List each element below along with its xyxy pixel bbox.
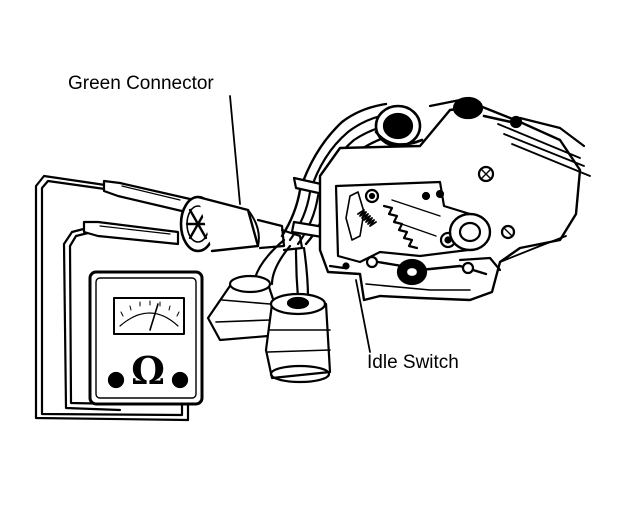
idle-switch-label: Idle Switch xyxy=(367,352,459,373)
green-connector-label: Green Connector xyxy=(68,73,214,94)
ohm-symbol: Ω xyxy=(131,348,165,393)
leader-lines xyxy=(229,95,371,353)
green-connector xyxy=(179,195,304,253)
test-leads xyxy=(34,174,190,422)
lower-probe xyxy=(82,220,180,246)
ohmmeter xyxy=(88,270,204,406)
harness-boots xyxy=(206,238,332,384)
throttle-body xyxy=(318,96,591,302)
